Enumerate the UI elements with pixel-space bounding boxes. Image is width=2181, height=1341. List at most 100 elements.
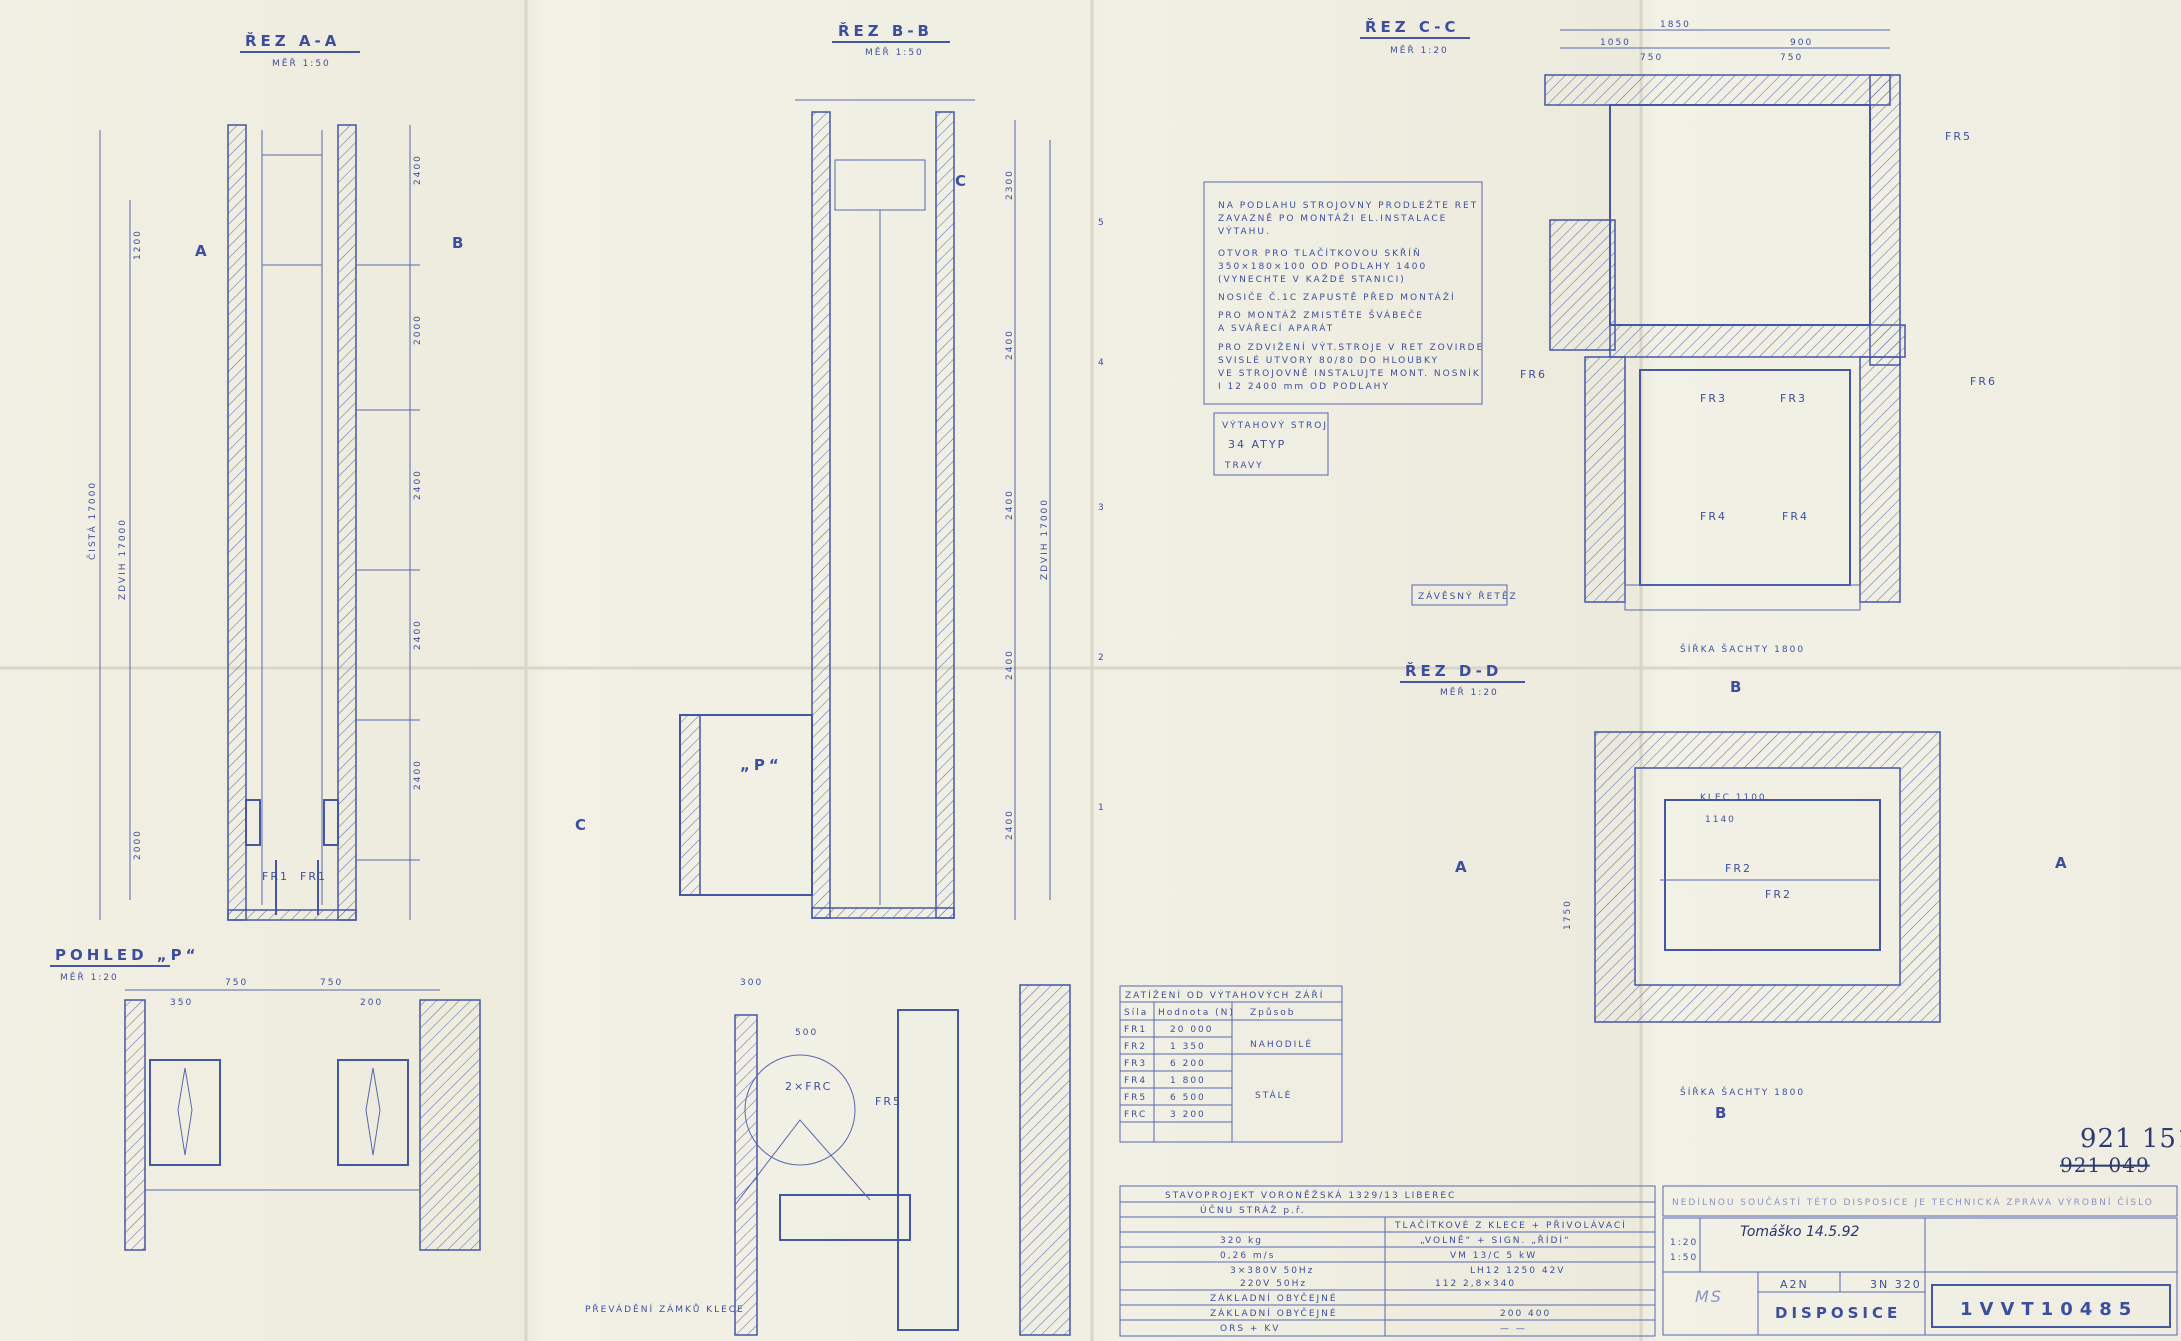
load-table: ZATÍŽENÍ OD VÝTAHOVÝCH ZÁŘÍ Síla Hodnota… (1119, 985, 1343, 1143)
floor-number: 4 (1098, 358, 1106, 368)
dimension-label: 900 (1790, 38, 1813, 48)
dimension-label: KLEC 1100 (1700, 793, 1767, 803)
dimension-label: 1750 (1563, 899, 1573, 930)
table-cell: FR3 (1124, 1059, 1147, 1069)
dimension-label: 1850 (1660, 20, 1691, 30)
title-field: STAVOPROJEKT VORONĚŽSKÁ 1329/13 LIBEREC (1165, 1189, 1456, 1201)
title-field: LH12 1250 42V (1470, 1266, 1565, 1276)
title-field: 220V 50Hz (1240, 1279, 1307, 1289)
floor-number: 1 (1098, 803, 1106, 813)
force-label: FR2 (1765, 888, 1792, 901)
force-label: FR6 (1520, 368, 1547, 381)
dimension-label: ZDVIH 17000 (118, 518, 128, 600)
force-label: FR5 (875, 1095, 902, 1108)
drawing-number: 1VVT10485 (1960, 1299, 2138, 1320)
note-line: SVISLÉ UTVORY 80/80 DO HLOUBKY (1218, 354, 1439, 366)
force-label: FR1 (300, 870, 327, 883)
dimension-label: ČISTÁ 17000 (86, 481, 98, 560)
dimension-label: 2400 (1005, 489, 1015, 520)
signature: Tomáško 14.5.92 (1740, 1224, 1860, 1240)
dimension-label: 750 (1640, 53, 1663, 63)
table-header: Hodnota (N) (1158, 1008, 1235, 1018)
view-p: POHLED „P“ MĚŘ 1:20 750 750 350 200 (50, 946, 481, 1251)
force-label: FR4 (1782, 510, 1809, 523)
section-mark: B (452, 234, 467, 252)
dimension-label: 750 (225, 978, 248, 988)
notes-box: NA PODLAHU STROJOVNY PRODLEŽTE RET ZAVAZ… (1203, 181, 1484, 405)
title-block-left: STAVOPROJEKT VORONĚŽSKÁ 1329/13 LIBEREC … (1119, 1185, 1656, 1337)
section-title: ŘEZ D-D (1405, 661, 1502, 680)
section-mark: A (195, 242, 211, 260)
dimension-label: 2400 (1005, 329, 1015, 360)
section-title: ŘEZ C-C (1365, 17, 1459, 36)
force-label: FR3 (1700, 392, 1727, 405)
force-label: FR5 (1945, 130, 1972, 143)
section-d-d: ŘEZ D-D MĚŘ 1:20 KLEC 1100 1140 FR2 FR2 … (1400, 661, 2071, 1122)
table-cell: FRC (1124, 1110, 1147, 1120)
detail-drawing: 2×FRC FR5 300 500 PŘEVÁDĚNÍ ZÁMKŮ KLECE (585, 978, 1071, 1336)
force-label: 2×FRC (785, 1080, 832, 1093)
title-field: 3×380V 50Hz (1230, 1266, 1314, 1276)
floor-number: 5 (1098, 218, 1106, 228)
table-cell: 20 000 (1170, 1025, 1214, 1035)
section-title: POHLED „P“ (55, 946, 200, 964)
section-note: ZÁVĚSNÝ ŘETĚZ (1418, 590, 1518, 602)
section-mark: B (1730, 678, 1745, 696)
force-label: FR3 (1780, 392, 1807, 405)
scale-label: 1:20 (1670, 1238, 1698, 1248)
floor-number: 2 (1098, 653, 1106, 663)
view-marker: „P“ (740, 756, 783, 774)
dimension-label: 2300 (1005, 169, 1015, 200)
detail-note: PŘEVÁDĚNÍ ZÁMKŮ KLECE (585, 1303, 745, 1315)
title-field: „VOLNĚ“ + SIGN. „ŘÍDÍ“ (1420, 1234, 1571, 1246)
force-label: FR1 (262, 870, 289, 883)
note-line: I 12 2400 mm OD PODLAHY (1218, 382, 1390, 392)
scale-label: 1:50 (1670, 1253, 1698, 1263)
section-scale: MĚŘ 1:20 (60, 971, 119, 983)
title-field: 112 2,8×340 (1435, 1279, 1516, 1289)
title-field: TLAČÍTKOVÉ Z KLECE + PŘIVOLÁVACÍ (1394, 1219, 1627, 1231)
table-cell: FR1 (1124, 1025, 1147, 1035)
section-mark: C (575, 816, 590, 834)
table-cell: 1 800 (1170, 1076, 1206, 1086)
note-line: VE STROJOVNĚ INSTALUJTE MONT. NOSNÍK (1218, 367, 1481, 379)
section-title: ŘEZ B-B (838, 21, 933, 40)
dimension-label: 2400 (413, 619, 423, 650)
title-header: NEDÍLNOU SOUČÁSTÍ TÉTO DISPOSICE JE TECH… (1672, 1196, 2154, 1208)
table-cell: 1 350 (1170, 1042, 1206, 1052)
note-line: 350×180×100 OD PODLAHY 1400 (1218, 262, 1427, 272)
force-label: FR4 (1700, 510, 1727, 523)
dimension-label: 750 (1780, 53, 1803, 63)
section-scale: MĚŘ 1:20 (1390, 44, 1449, 56)
dimension-label: 2400 (413, 469, 423, 500)
title-field: VM 13/C 5 kW (1450, 1251, 1537, 1261)
section-scale: MĚŘ 1:50 (865, 46, 924, 58)
company-logo: MS (1695, 1287, 1723, 1306)
table-group: STÁLÉ (1255, 1089, 1292, 1101)
floor-number: 3 (1098, 503, 1106, 513)
dimension-label: 1200 (133, 229, 143, 260)
dimension-label: ŠÍŘKA ŠACHTY 1800 (1680, 1086, 1805, 1098)
section-mark: A (2055, 854, 2071, 872)
standard-label: 3N 320 (1870, 1278, 1922, 1291)
dimension-label: 2000 (413, 314, 423, 345)
table-cell: FR5 (1124, 1093, 1147, 1103)
note-line: ZAVAZNĚ PO MONTÁŽI EL.INSTALACE (1218, 212, 1447, 224)
note-line: PRO ZDVIŽENÍ VÝT.STROJE V RET ZOVIRDE (1218, 341, 1484, 353)
dimension-label: 750 (320, 978, 343, 988)
note-line: NOSIČE Č.1C ZAPUSTĚ PŘED MONTÁŽÍ (1218, 291, 1456, 303)
section-scale: MĚŘ 1:20 (1440, 686, 1499, 698)
title-field: 0,26 m/s (1220, 1251, 1275, 1261)
section-title: ŘEZ A-A (245, 31, 340, 50)
stamp-number-crossed: 921 049 (2060, 1153, 2150, 1177)
note-line: NA PODLAHU STROJOVNY PRODLEŽTE RET (1218, 199, 1478, 211)
note-line: PRO MONTÁŽ ZMISTĚTE ŠVÁBEČE (1218, 309, 1424, 321)
dimension-label: 2400 (413, 154, 423, 185)
machine-type: 34 ATYP (1228, 438, 1286, 451)
table-title: ZATÍŽENÍ OD VÝTAHOVÝCH ZÁŘÍ (1125, 989, 1324, 1001)
title-field: 320 kg (1220, 1236, 1263, 1246)
machine-box: VÝTAHOVÝ STROJ 34 ATYP TRAVY (1213, 412, 1329, 476)
note-line: VÝTAHU. (1218, 225, 1271, 237)
machine-label: VÝTAHOVÝ STROJ (1222, 419, 1328, 431)
